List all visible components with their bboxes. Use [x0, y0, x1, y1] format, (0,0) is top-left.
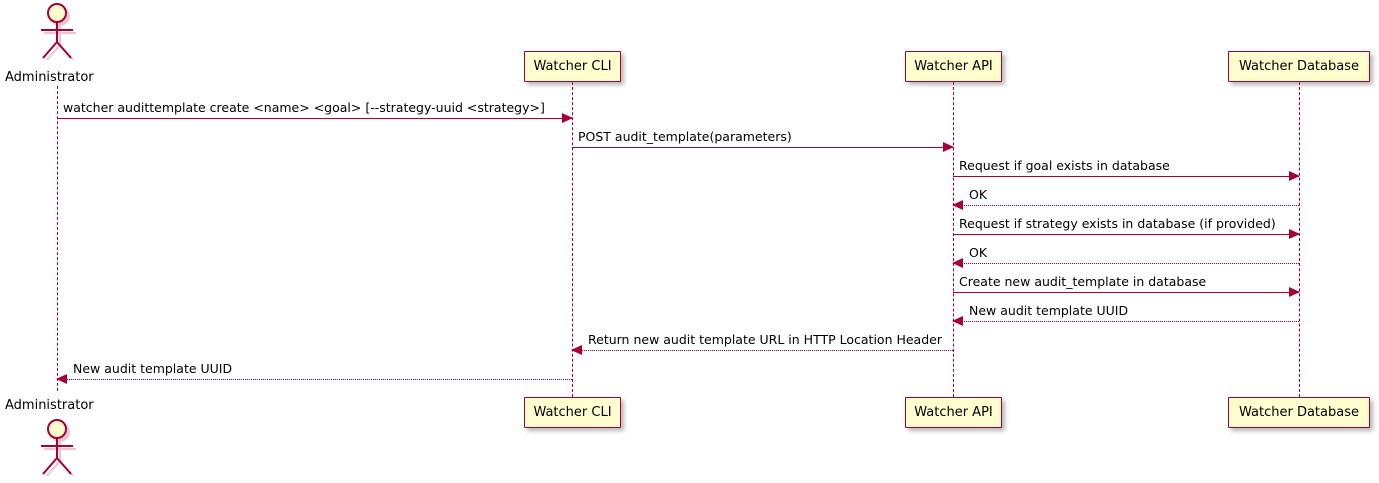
participant-label-watcher-api-bottom: Watcher API	[914, 405, 993, 420]
participant-label-watcher-database-bottom: Watcher Database	[1239, 405, 1359, 420]
lifeline-watcher-database	[1299, 82, 1300, 397]
arrowhead-left-icon	[952, 258, 963, 268]
arrowhead-right-icon	[562, 113, 573, 123]
message-label: New audit template UUID	[73, 360, 233, 376]
message-label: OK	[969, 244, 988, 260]
arrowhead-left-icon	[952, 316, 963, 326]
message-label: Request if strategy exists in database (…	[959, 215, 1276, 231]
actor-label-administrator-bottom: Administrator	[5, 398, 94, 413]
participant-label-watcher-api-top: Watcher API	[914, 59, 993, 74]
participant-watcher-api-top[interactable]: Watcher API	[905, 51, 1002, 82]
participant-watcher-database-bottom[interactable]: Watcher Database	[1228, 397, 1370, 428]
message-line	[953, 292, 1299, 293]
lifeline-watcher-api	[953, 82, 954, 397]
actor-administrator-bottom	[41, 419, 76, 476]
participant-watcher-cli-top[interactable]: Watcher CLI	[524, 51, 621, 82]
message-label: Return new audit template URL in HTTP Lo…	[588, 331, 942, 347]
arrowhead-left-icon	[571, 345, 582, 355]
message-line	[953, 176, 1299, 177]
actor-label-administrator-top: Administrator	[5, 70, 94, 85]
arrowhead-left-icon	[952, 200, 963, 210]
participant-watcher-cli-bottom[interactable]: Watcher CLI	[524, 397, 621, 428]
arrowhead-left-icon	[56, 374, 67, 384]
arrowhead-right-icon	[1289, 171, 1300, 181]
participant-label-watcher-database-top: Watcher Database	[1239, 59, 1359, 74]
actor-administrator-top	[41, 3, 76, 60]
message-line	[953, 234, 1299, 235]
message-line	[953, 205, 1299, 206]
message-label: Request if goal exists in database	[959, 157, 1170, 173]
message-line	[572, 147, 953, 148]
message-line	[953, 263, 1299, 264]
message-label: Create new audit_template in database	[959, 273, 1207, 289]
arrowhead-right-icon	[1289, 229, 1300, 239]
participant-watcher-database-top[interactable]: Watcher Database	[1228, 51, 1370, 82]
participant-label-watcher-cli-top: Watcher CLI	[533, 59, 612, 74]
message-label: OK	[969, 186, 988, 202]
arrowhead-right-icon	[1289, 287, 1300, 297]
participant-watcher-api-bottom[interactable]: Watcher API	[905, 397, 1002, 428]
message-label: New audit template UUID	[969, 302, 1129, 318]
message-label: POST audit_template(parameters)	[578, 128, 792, 144]
message-label: watcher audittemplate create <name> <goa…	[63, 99, 545, 115]
message-line	[57, 379, 572, 380]
lifeline-administrator	[57, 86, 58, 391]
message-line	[953, 321, 1299, 322]
message-line	[57, 118, 572, 119]
lifeline-watcher-cli	[572, 82, 573, 397]
participant-label-watcher-cli-bottom: Watcher CLI	[533, 405, 612, 420]
message-line	[572, 350, 953, 351]
arrowhead-right-icon	[943, 142, 954, 152]
